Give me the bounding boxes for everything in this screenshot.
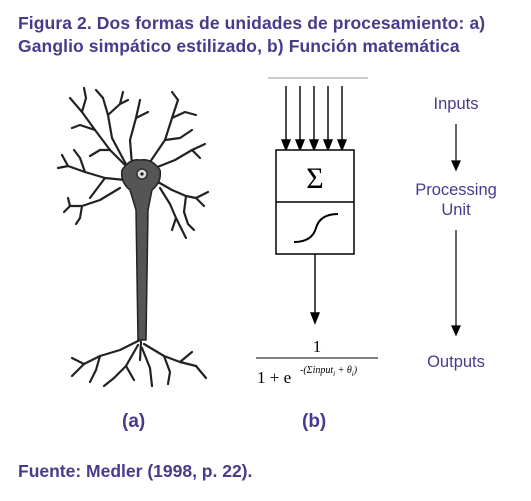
figure-caption: Figura 2. Dos formas de unidades de proc… [18,12,523,58]
caption-line-2: Ganglio simpático estilizado, b) Función… [18,36,460,56]
flow-processing-unit-label: Processing Unit [396,180,516,220]
caption-line-1: Figura 2. Dos formas de unidades de proc… [18,13,486,33]
flow-arrows [451,124,461,337]
formula-denominator-base: 1 + e [257,368,291,387]
sigmoid-curve-icon [293,213,339,243]
input-arrows [280,86,348,152]
flow-processing-line-1: Processing [415,181,497,199]
formula-exponent-sub-1: i [333,370,335,378]
formula-exponent-mid: + θ [335,365,352,376]
formula-denominator: 1 + e [257,368,291,387]
sigmoid-formula: 1 1 + e -(Σinputi + θi) [256,337,378,387]
summation-symbol: Σ [306,162,323,195]
formula-exponent-head: -(Σinput [300,365,333,376]
formula-exponent-sub-2: i [352,370,354,378]
formula-exponent-end: ) [353,365,358,376]
panel-a-label: (a) [122,411,146,432]
processing-unit-diagram: Σ 1 1 + e -(Σinputi + θi) [256,77,378,387]
flow-inputs-label: Inputs [433,95,479,113]
neuron-soma [120,158,162,341]
formula-exponent: -(Σinputi + θi) [300,365,358,378]
neuron-dendrites [56,86,210,388]
flow-outputs-label: Outputs [427,353,485,371]
neuron-illustration [56,86,210,388]
flow-processing-line-2: Unit [441,201,471,219]
panel-b-label: (b) [302,411,327,432]
output-arrow [309,254,321,325]
formula-numerator: 1 [313,337,322,356]
source-note: Fuente: Medler (1998, p. 22). [18,461,253,481]
